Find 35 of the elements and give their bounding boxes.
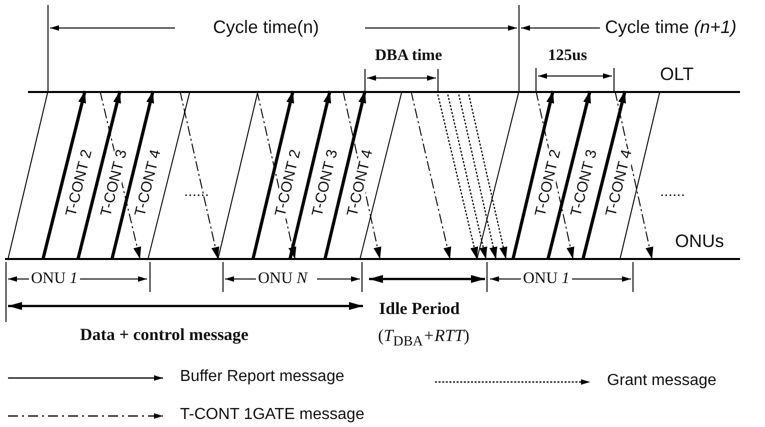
line — [8, 90, 48, 260]
interval-label: Idle Period — [379, 300, 460, 319]
arrow — [110, 90, 155, 260]
timeline-label: OLT — [660, 65, 694, 85]
line — [476, 90, 520, 260]
formula-text: (T$_{DBA}$+RTT) — [378, 327, 470, 350]
legend-text: Buffer Report message — [180, 368, 344, 386]
arrow — [41, 90, 87, 260]
timeline-label: ONUs — [675, 232, 724, 252]
interval-label: DBA time — [375, 47, 442, 65]
arrow — [614, 90, 654, 260]
arrow — [76, 90, 122, 260]
arrow — [410, 90, 452, 260]
arrow — [180, 90, 220, 260]
interval-label: Cycle time(n) — [213, 18, 320, 38]
edge-label: T-CONT 2 — [272, 147, 304, 219]
arrow — [323, 90, 367, 260]
ellipsis-text: ...... — [660, 184, 686, 200]
arrow — [251, 90, 295, 260]
legend-text: T-CONT 1GATE message — [180, 406, 364, 424]
interval-label: Cycle time (n+1) — [605, 18, 737, 38]
arrow — [581, 90, 627, 260]
ellipsis-text: ...... — [184, 184, 210, 200]
interval-label: Data + control message — [80, 326, 248, 345]
arrow — [511, 90, 555, 260]
interval-label: ONU 1 — [523, 270, 570, 288]
line — [360, 90, 402, 260]
interval-label: 125us — [548, 47, 588, 65]
interval-label: ONU 1 — [31, 270, 78, 288]
interval-label: ONU N — [258, 270, 308, 288]
arrow — [288, 90, 332, 260]
line — [148, 90, 190, 260]
line — [620, 90, 660, 260]
arrow — [546, 90, 592, 260]
legend-text: Grant message — [607, 372, 716, 390]
